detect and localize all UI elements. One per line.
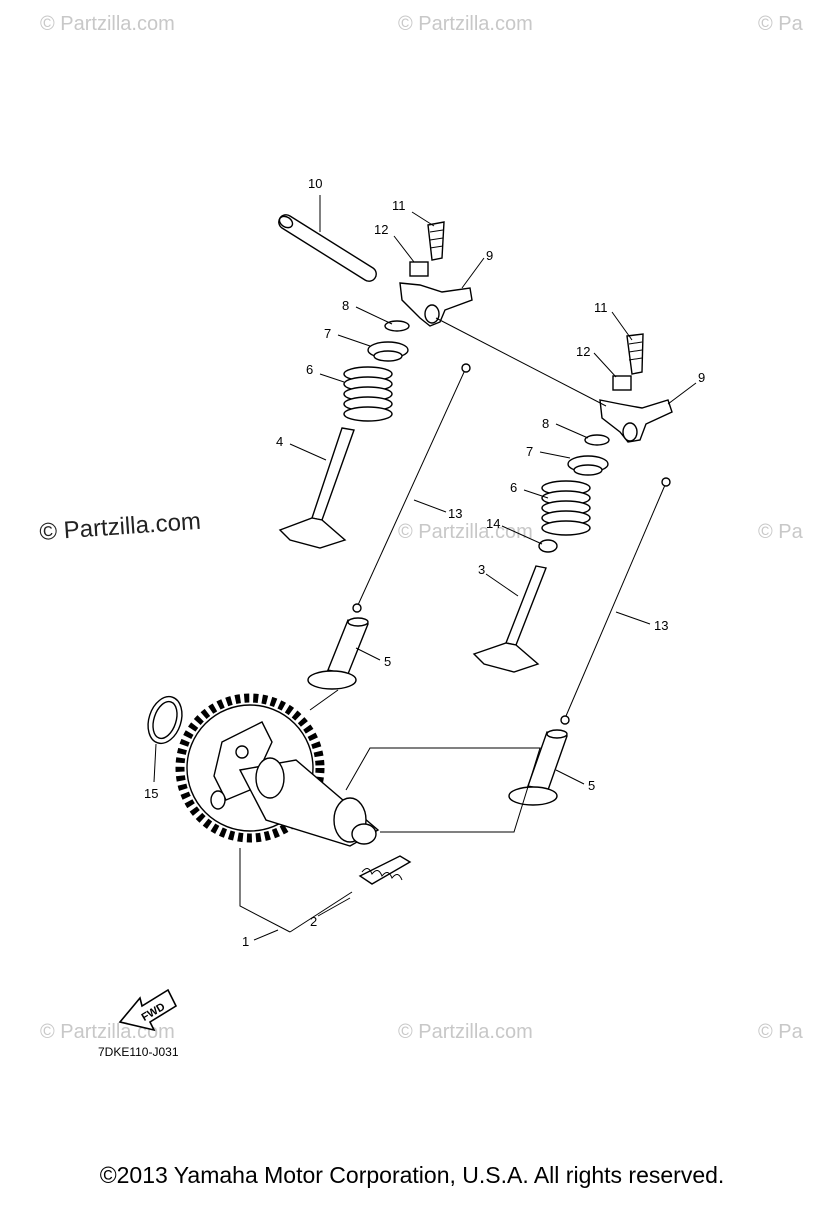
valve-lifter-right	[508, 729, 568, 806]
watermark-bottom-center: © Partzilla.com	[398, 1021, 533, 1043]
leader-lines	[153, 195, 697, 941]
callout-6-right: 6	[510, 480, 517, 495]
callouts: 10 11 12 9 8 7 6 4 11 12 9 8 7 6 14 3 13…	[144, 176, 705, 949]
watermark-bottom-right: © Pa	[758, 1021, 804, 1043]
callout-9-right: 9	[698, 370, 705, 385]
camshaft-gear	[175, 693, 380, 847]
callout-3: 3	[478, 562, 485, 577]
rocker-arm-right	[599, 333, 673, 443]
watermarks: © Partzilla.com © Partzilla.com © Pa © P…	[39, 13, 804, 1043]
watermark-main: © Partzilla.com	[39, 508, 202, 546]
callout-5-right: 5	[588, 778, 595, 793]
callout-1: 1	[242, 934, 249, 949]
callout-11-right: 11	[594, 300, 608, 315]
callout-6-left: 6	[306, 362, 313, 377]
callout-11-left: 11	[392, 198, 406, 213]
callout-12-left: 12	[374, 222, 388, 237]
watermark-top-left: © Partzilla.com	[40, 13, 175, 35]
callout-15: 15	[144, 786, 158, 801]
watermark-mid-center: © Partzilla.com	[398, 521, 533, 543]
drawing-code: 7DKE110-J031	[98, 1045, 179, 1059]
callout-13-left: 13	[448, 506, 462, 521]
callout-13-right: 13	[654, 618, 668, 633]
valve-spring-set-left	[343, 320, 410, 422]
callout-2: 2	[310, 914, 317, 929]
rocker-arm-left	[399, 221, 473, 327]
callout-7-left: 7	[324, 326, 331, 341]
callout-12-right: 12	[576, 344, 590, 359]
o-ring	[147, 695, 183, 745]
callout-8-left: 8	[342, 298, 349, 313]
copyright-footer: ©2013 Yamaha Motor Corporation, U.S.A. A…	[99, 1162, 725, 1188]
callout-9-left: 9	[486, 248, 493, 263]
push-rod-left	[352, 363, 471, 613]
valve-spring-set-right	[538, 434, 610, 553]
callout-4: 4	[276, 434, 283, 449]
valve-lifter-left	[307, 617, 369, 690]
callout-10: 10	[308, 176, 322, 191]
callout-5-left: 5	[384, 654, 391, 669]
callout-7-right: 7	[526, 444, 533, 459]
watermark-mid-right: © Pa	[758, 521, 804, 543]
callout-8-right: 8	[542, 416, 549, 431]
watermark-bottom-left: © Partzilla.com	[40, 1021, 175, 1043]
intake-valve	[278, 427, 355, 549]
rocker-shaft	[278, 214, 377, 282]
push-rod-right	[560, 477, 671, 725]
callout-14: 14	[486, 516, 500, 531]
watermark-top-right: © Pa	[758, 13, 804, 35]
decompression-spring	[358, 855, 412, 885]
exhaust-valve	[472, 565, 547, 673]
watermark-top-center: © Partzilla.com	[398, 13, 533, 35]
